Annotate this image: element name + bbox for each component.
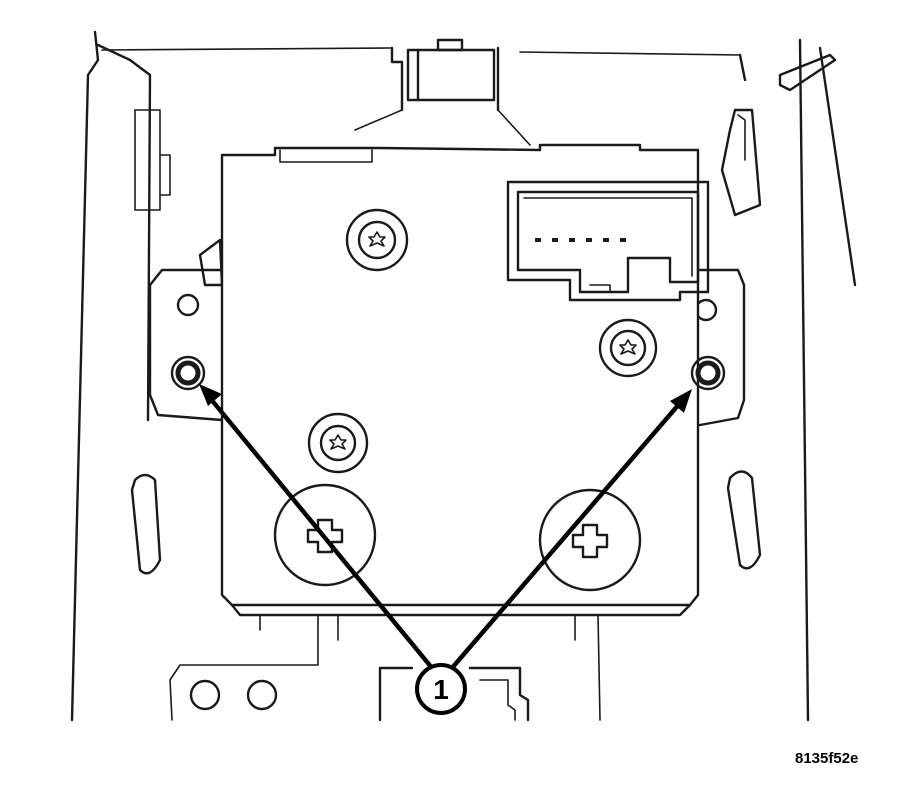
torx-screw-bottom — [307, 412, 369, 474]
connector-port — [506, 180, 710, 302]
callout-1: 1 — [415, 663, 467, 715]
arrowhead-left — [199, 384, 222, 406]
phillips-boss-left — [273, 483, 377, 587]
phillips-boss-right — [538, 488, 642, 592]
top-latch — [354, 38, 531, 146]
torx-screw-right — [598, 318, 658, 378]
connector-pins — [535, 238, 626, 242]
callout-1-label: 1 — [433, 674, 449, 705]
figure-id: 8135f52e — [795, 750, 859, 767]
torx-screw-top — [345, 208, 409, 272]
lower-housing — [169, 603, 692, 722]
leader-arrows — [199, 384, 692, 671]
arrowhead-right — [670, 389, 692, 413]
mounting-hole-left — [170, 355, 206, 391]
mounting-hole-right — [690, 355, 726, 391]
right-clip — [720, 108, 762, 217]
side-slots — [130, 470, 762, 575]
trim-panel — [70, 30, 857, 722]
